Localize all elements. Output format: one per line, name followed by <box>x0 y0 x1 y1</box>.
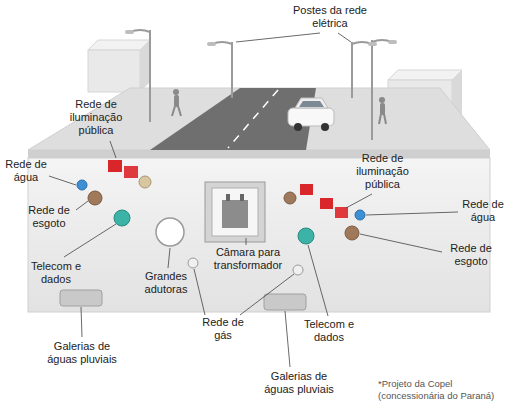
street-surface <box>28 88 490 150</box>
part-label: Rede de água <box>458 198 508 224</box>
part-label: Rede de água <box>4 158 48 184</box>
part-label: Rede de esgoto <box>440 242 502 268</box>
footnote: *Projeto da Copel (concessionária do Par… <box>378 378 508 402</box>
person <box>172 89 386 124</box>
part-label: Grandes adutoras <box>136 270 196 296</box>
part-label: Rede de esgoto <box>24 204 74 230</box>
part-label: Postes da rede elétrica <box>285 4 375 30</box>
car <box>288 98 334 131</box>
part-label: Rede de iluminação pública <box>60 98 132 137</box>
transformer-chamber <box>205 182 265 242</box>
block-front <box>28 150 490 312</box>
lamp <box>125 30 397 46</box>
part-label: Telecom e dados <box>300 318 358 344</box>
part-label: Câmara para transformador <box>208 246 288 272</box>
part-label: Galerias de águas pluviais <box>258 370 340 396</box>
part-label: Galerias de águas pluviais <box>42 340 122 366</box>
leader-line <box>49 33 458 367</box>
pipe <box>60 160 365 310</box>
part-label: Rede de gás <box>195 316 251 342</box>
part-label: Telecom e dados <box>28 260 84 286</box>
light-pole <box>130 30 392 140</box>
part-label: Rede de iluminação pública <box>345 152 420 191</box>
